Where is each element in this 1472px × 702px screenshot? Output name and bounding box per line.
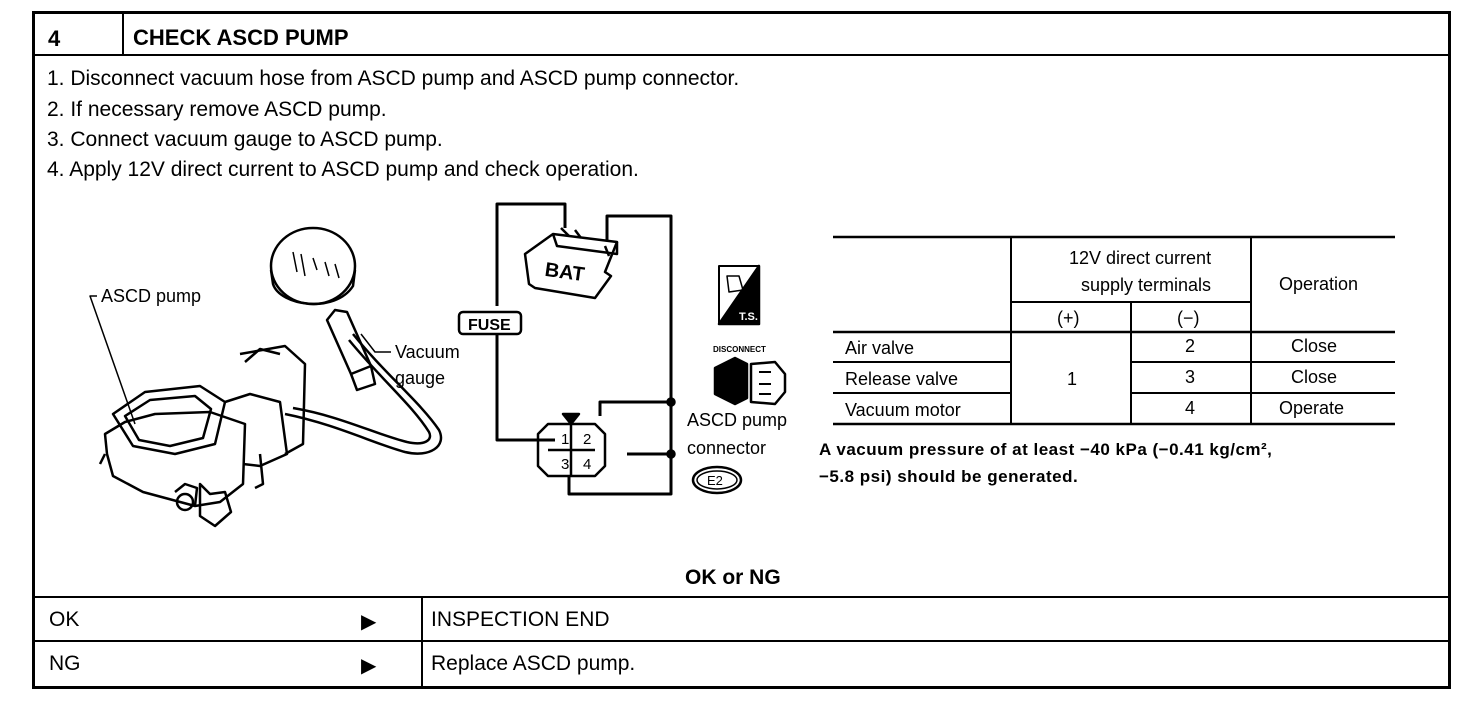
pin-1: 1 xyxy=(561,431,569,448)
header-minus: (−) xyxy=(1177,308,1200,328)
ts-label: T.S. xyxy=(739,311,758,323)
connector-code: E2 xyxy=(707,473,723,488)
header-divider xyxy=(122,14,124,54)
step-number: 4 xyxy=(48,26,61,51)
pump-test-diagram: ASCD pump Vacuum gauge BAT FUSE T.S. DIS… xyxy=(89,202,1395,528)
header-rule xyxy=(35,54,1448,56)
pin-4: 4 xyxy=(583,456,591,473)
gauge-label-line2: gauge xyxy=(395,368,445,388)
disconnect-connector-icon xyxy=(713,356,787,406)
ts-icon xyxy=(717,264,761,326)
header-terminals-line2: supply terminals xyxy=(1081,275,1211,295)
vacuum-gauge-illustration xyxy=(269,226,377,392)
result-ok-action: INSPECTION END xyxy=(431,608,610,631)
battery-icon xyxy=(523,227,619,300)
result-ng-key: NG xyxy=(49,652,81,675)
result-ng-action: Replace ASCD pump. xyxy=(431,652,636,675)
row-component: Release valve xyxy=(845,369,958,389)
instruction-3: 3. Connect vacuum gauge to ASCD pump. xyxy=(47,128,443,151)
gauge-label-line1: Vacuum xyxy=(395,342,460,362)
vacuum-note-line1: A vacuum pressure of at least −40 kPa (−… xyxy=(819,440,1273,459)
instruction-1: 1. Disconnect vacuum hose from ASCD pump… xyxy=(47,67,740,90)
disconnect-label: DISCONNECT xyxy=(713,345,766,354)
results-top-rule xyxy=(35,596,1448,598)
fuse-label: FUSE xyxy=(468,317,511,334)
header-plus: (+) xyxy=(1057,308,1080,328)
row-minus-terminal: 2 xyxy=(1185,336,1195,356)
instruction-4: 4. Apply 12V direct current to ASCD pump… xyxy=(47,158,639,181)
connector-label-line2: connector xyxy=(687,438,766,458)
instruction-2: 2. If necessary remove ASCD pump. xyxy=(47,98,387,121)
results-divider xyxy=(421,596,423,686)
results-mid-rule xyxy=(35,640,1448,642)
result-ok-arrow-icon: ▶ xyxy=(361,611,377,633)
inspection-step-box: 4 CHECK ASCD PUMP 1. Disconnect vacuum h… xyxy=(32,11,1451,689)
result-prompt: OK or NG xyxy=(685,566,781,589)
row-minus-terminal: 3 xyxy=(1185,367,1195,387)
header-operation: Operation xyxy=(1279,274,1358,294)
row-component: Vacuum motor xyxy=(845,400,961,420)
battery-label: BAT xyxy=(543,259,585,286)
pin-2: 2 xyxy=(583,431,591,448)
connector-code-badge xyxy=(691,465,743,495)
row-operation: Close xyxy=(1291,367,1337,387)
connector-label-line1: ASCD pump xyxy=(687,410,787,430)
ascd-pump-illustration xyxy=(98,344,307,528)
pump-label: ASCD pump xyxy=(101,286,201,306)
spec-table-grid xyxy=(833,235,1395,426)
pin-3: 3 xyxy=(561,456,569,473)
row-operation: Close xyxy=(1291,336,1337,356)
row-component: Air valve xyxy=(845,338,914,358)
row-minus-terminal: 4 xyxy=(1185,398,1195,418)
step-title: CHECK ASCD PUMP xyxy=(133,25,349,50)
row-operation: Operate xyxy=(1279,398,1344,418)
row-plus-terminal: 1 xyxy=(1067,369,1077,389)
result-ng-arrow-icon: ▶ xyxy=(361,655,377,677)
connector-pin-block xyxy=(536,412,607,478)
vacuum-note-line2: −5.8 psi) should be generated. xyxy=(819,467,1079,486)
result-ok-key: OK xyxy=(49,608,80,631)
fuse-symbol xyxy=(457,310,523,336)
header-terminals-line1: 12V direct current xyxy=(1069,248,1211,268)
